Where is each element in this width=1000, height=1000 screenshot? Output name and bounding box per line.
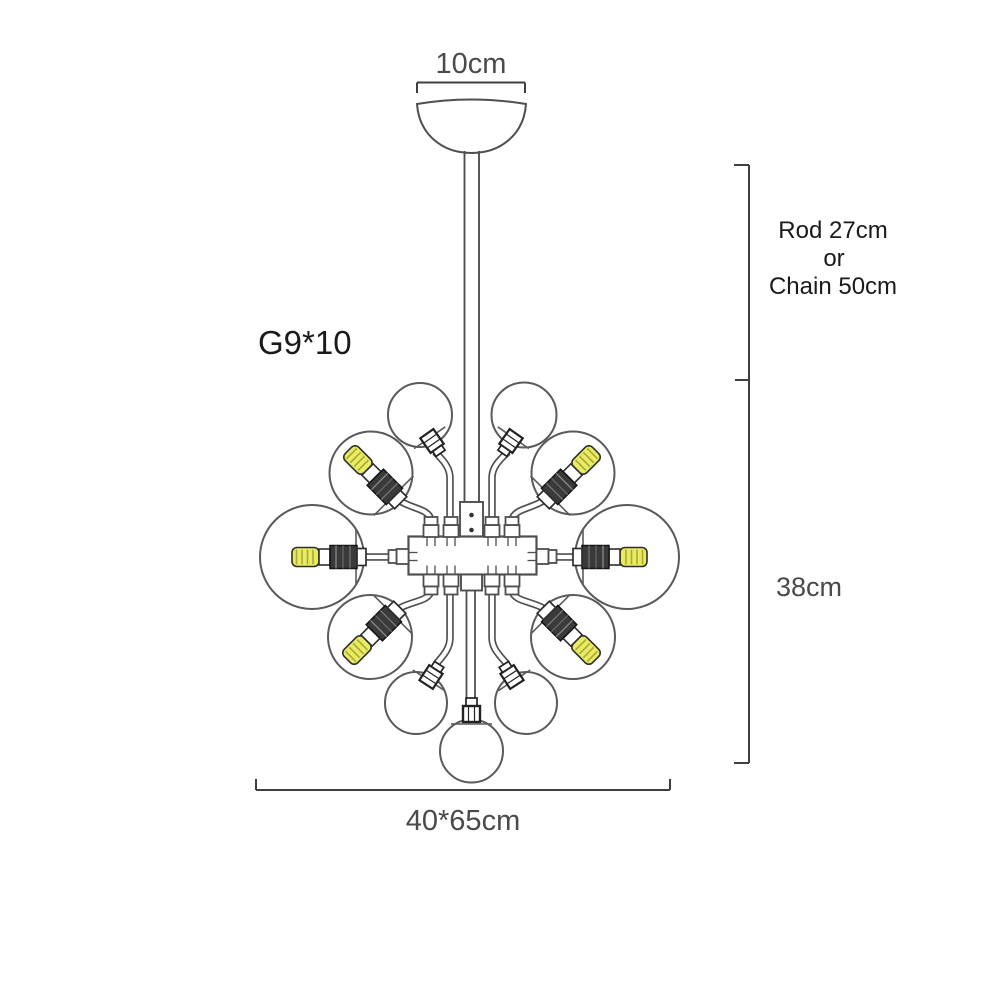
bulb-assembly-left [291,528,367,586]
label-fixture-height: 38cm [776,572,842,602]
label-suspension-line2: or [823,245,844,272]
globe-top-left [387,382,453,448]
dimension-canopy-width [416,81,526,93]
label-canopy-width: 10cm [436,48,507,80]
bulb-assembly-right [572,528,648,586]
globe-lower-right [530,594,616,680]
globe-lower-left [327,594,413,680]
arm-bottom-left-core [434,590,453,666]
globe-upper-right [530,430,616,516]
socket-bottom-right [486,652,534,696]
label-suspension-line1: Rod 27cm [778,217,887,244]
label-bulb-spec: G9*10 [258,324,352,361]
socket-bottom-left [409,652,457,696]
lower-stem-collar [460,573,483,592]
fixture [360,98,583,700]
screw-dot [469,527,474,533]
globe-upper-left [328,430,414,516]
bulb-assembly-lower-left [326,586,421,681]
arm-bottom-right-core [489,590,509,666]
label-fixture-size: 40*65cm [406,805,520,837]
socket-bottom-center [451,697,492,725]
screw-dot [469,512,474,518]
globe-bottom-center [439,718,504,784]
label-suspension-line3: Chain 50cm [769,273,897,300]
socket-nut [461,704,482,724]
label-suspension: Rod 27cm or Chain 50cm [769,217,897,300]
small-sockets [409,421,534,725]
globe-top-right [490,381,558,449]
dimension-width [255,779,671,791]
dimension-height [734,164,750,764]
ceiling-canopy [415,98,528,155]
central-hub [407,535,538,576]
socket-collar [465,697,478,707]
